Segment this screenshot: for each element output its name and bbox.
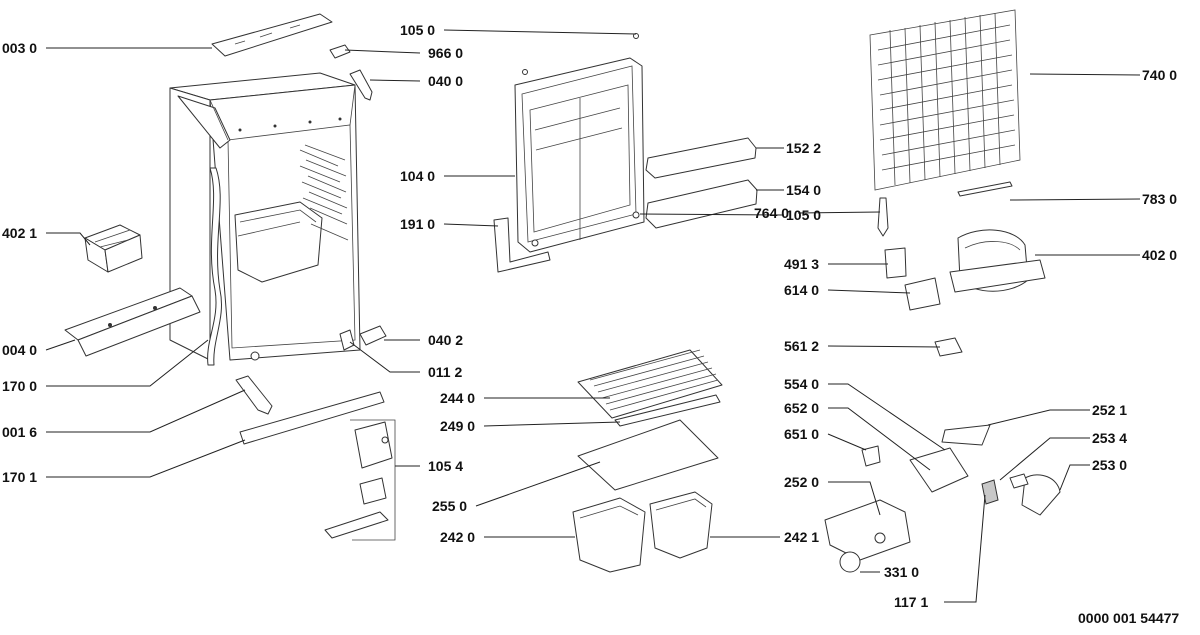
door-shelf-large-part — [645, 179, 758, 229]
condenser-part — [869, 9, 1021, 196]
callout-9660: 966 0 — [428, 45, 464, 61]
callout-2420: 242 0 — [440, 529, 476, 545]
crisper-bin-right-part — [649, 491, 713, 559]
relay-cover-part — [884, 247, 907, 279]
callout-5540: 554 0 — [784, 376, 820, 392]
callout-0112: 011 2 — [428, 364, 463, 380]
bottom-rail-part — [64, 287, 201, 357]
shelf-trim-part — [614, 394, 721, 427]
callout-6520: 652 0 — [784, 400, 820, 416]
door-gasket-part — [493, 217, 551, 273]
callout-2530: 253 0 — [1092, 457, 1128, 473]
callout-2534: 253 4 — [1092, 430, 1128, 446]
callout-0030: 003 0 — [2, 40, 38, 56]
leader-lines — [45, 29, 1141, 603]
callout-7400: 740 0 — [1142, 67, 1178, 83]
callout-1910: 191 0 — [400, 216, 436, 232]
callout-1054: 105 4 — [428, 458, 464, 474]
callout-5612: 561 2 — [784, 338, 820, 354]
callout-7640: 764 0 — [754, 205, 790, 221]
callout-4913: 491 3 — [784, 256, 820, 272]
callout-1171: 117 1 — [894, 594, 929, 610]
callout-2421: 242 1 — [784, 529, 820, 545]
lamp-housing-part — [824, 499, 911, 561]
hinge-cap-part — [329, 44, 351, 59]
cabinet-body-part — [169, 72, 361, 366]
callout-2550: 255 0 — [432, 498, 468, 514]
callout-1522: 152 2 — [786, 140, 822, 156]
callout-1540: 154 0 — [786, 182, 822, 198]
filter-drier-part — [877, 197, 889, 237]
callout-4020: 402 0 — [1142, 247, 1178, 263]
door-shelf-small-part — [645, 137, 757, 179]
top-plate-part — [211, 13, 333, 57]
glass-shelf-part — [577, 419, 719, 491]
compressor-part — [949, 229, 1046, 293]
pipe-part — [957, 181, 1013, 197]
callout-1700: 170 0 — [2, 378, 38, 394]
callout-6140: 614 0 — [784, 282, 820, 298]
bottom-hinge-part — [359, 325, 387, 346]
callout-1040: 104 0 — [400, 168, 436, 184]
callout-1701: 170 1 — [2, 469, 38, 485]
callout-0400: 040 0 — [428, 73, 464, 89]
callout-6510: 651 0 — [784, 426, 820, 442]
callout-0402: 040 2 — [428, 332, 464, 348]
callout-1050-top: 105 0 — [400, 22, 436, 38]
callout-4021: 402 1 — [2, 225, 38, 241]
wire-shelf-part — [577, 349, 723, 419]
callout-7830: 783 0 — [1142, 191, 1178, 207]
sensor-part — [861, 445, 881, 467]
front-strip-part — [239, 391, 385, 445]
callout-2440: 244 0 — [440, 390, 476, 406]
foot-bracket-part — [235, 375, 273, 415]
overload-part — [934, 337, 963, 357]
callout-2490: 249 0 — [440, 418, 476, 434]
bulb-cover-part — [1021, 474, 1061, 516]
hinge-kit-part — [324, 419, 396, 541]
callout-3310: 331 0 — [884, 564, 920, 580]
top-hinge-part — [349, 69, 373, 101]
crisper-bin-left-part — [572, 497, 646, 573]
callout-1050-door: 105 0 — [786, 207, 822, 223]
knob-part — [839, 551, 861, 573]
drawing-number: 0000 001 54477 — [1078, 610, 1180, 626]
callout-0016: 001 6 — [2, 424, 38, 440]
lamp-cover-part — [941, 424, 991, 446]
callout-2521: 252 1 — [1092, 402, 1128, 418]
door-part — [514, 57, 645, 253]
relay-part — [904, 277, 941, 311]
callout-2520: 252 0 — [784, 474, 820, 490]
thermostat-part — [909, 447, 969, 493]
bracket-box-part — [84, 224, 143, 273]
callout-0040: 004 0 — [2, 342, 38, 358]
switch-part — [1009, 473, 1029, 489]
